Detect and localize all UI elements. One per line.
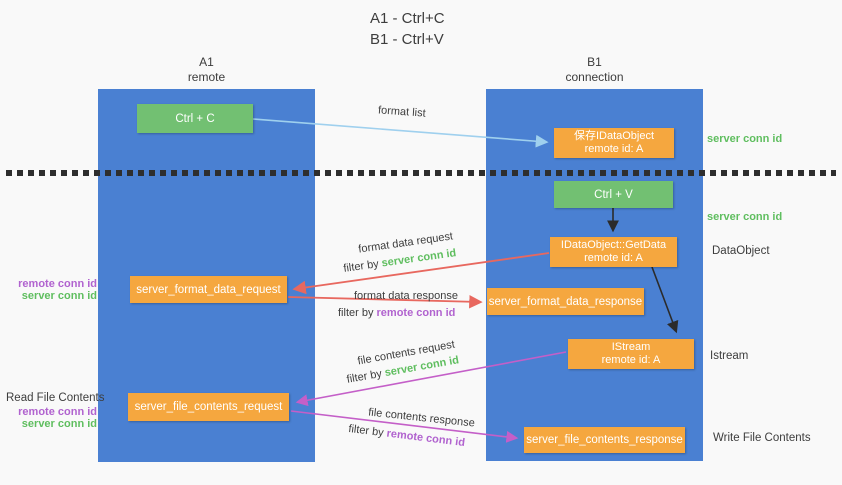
node-server-file-contents-response-label: server_file_contents_response — [526, 434, 683, 446]
node-server-file-contents-response: server_file_contents_response — [524, 427, 685, 453]
annotation-remote-conn-id-1: remote conn id — [18, 278, 97, 290]
lane-b1-name: connection — [565, 70, 624, 84]
annotation-dataobject: DataObject — [712, 245, 770, 257]
edge-label-format-list: format list — [377, 104, 427, 120]
filter-by-text: filter by — [342, 257, 383, 275]
remote-conn-id-key: remote conn id — [385, 427, 466, 450]
title-line-2: B1 - Ctrl+V — [370, 31, 444, 48]
annotation-server-conn-id-mid: server conn id — [707, 211, 783, 223]
remote-conn-id-key: remote conn id — [376, 307, 456, 319]
node-server-format-data-request: server_format_data_request — [130, 276, 287, 303]
node-ctrl-c: Ctrl + C — [137, 104, 253, 133]
lane-b1-header: B1 connection — [486, 55, 703, 85]
diagram-title: A1 - Ctrl+C B1 - Ctrl+V — [370, 8, 445, 50]
node-ctrl-v: Ctrl + V — [554, 181, 673, 208]
edge-label-format-data-response-filter: filter by remote conn id — [338, 307, 455, 319]
annotation-server-conn-id-top: server conn id — [707, 133, 783, 145]
annotation-conn-ids-file: remote conn id server conn id — [0, 406, 97, 430]
filter-by-text: filter by — [338, 307, 377, 319]
node-server-format-data-response-label: server_format_data_response — [488, 295, 643, 308]
node-server-file-contents-request: server_file_contents_request — [128, 393, 289, 421]
node-ctrl-c-label: Ctrl + C — [175, 112, 215, 125]
session-divider-dotted-line — [6, 170, 836, 176]
node-idataobject-getdata: IDataObject::GetData remote id: A — [550, 237, 677, 267]
annotation-server-conn-id-1: server conn id — [21, 289, 97, 302]
title-line-1: A1 - Ctrl+C — [370, 10, 445, 27]
node-server-file-contents-request-label: server_file_contents_request — [134, 401, 283, 413]
node-idataobject-getdata-label: IDataObject::GetData — [560, 239, 667, 251]
edge-label-file-contents-response: file contents response — [367, 406, 476, 430]
annotation-write-file-contents: Write File Contents — [713, 432, 811, 444]
annotation-server-conn-id-2: server conn id — [21, 417, 97, 430]
node-istream-label: IStream — [611, 341, 651, 353]
node-server-format-data-response: server_format_data_response — [487, 288, 644, 315]
edge-label-format-data-response: format data response — [354, 290, 458, 302]
node-save-idataobject: 保存IDataObject remote id: A — [554, 128, 674, 158]
lane-b1-id: B1 — [587, 55, 602, 69]
lane-a1-id: A1 — [199, 55, 214, 69]
node-ctrl-v-label: Ctrl + V — [594, 188, 633, 201]
filter-by-text: filter by — [347, 422, 388, 440]
annotation-read-file-contents: Read File Contents — [6, 392, 105, 404]
annotation-conn-ids-format: remote conn id server conn id — [0, 278, 97, 302]
node-idataobject-getdata-sublabel: remote id: A — [584, 252, 643, 264]
node-istream-sublabel: remote id: A — [601, 354, 661, 366]
node-server-format-data-request-label: server_format_data_request — [136, 283, 281, 296]
lane-a1-header: A1 remote — [98, 55, 315, 85]
lane-a1-name: remote — [187, 70, 226, 84]
annotation-istream: Istream — [710, 350, 749, 362]
node-istream: IStream remote id: A — [568, 339, 694, 369]
filter-by-text: filter by — [345, 367, 386, 386]
node-save-idataobject-label: 保存IDataObject — [573, 130, 655, 142]
annotation-remote-conn-id-2: remote conn id — [18, 406, 97, 418]
node-save-idataobject-sublabel: remote id: A — [584, 143, 644, 155]
